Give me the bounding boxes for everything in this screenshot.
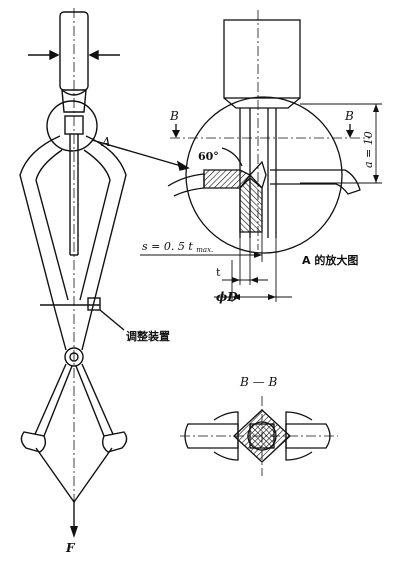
detail-weld-groove [249,160,267,190]
dim-s-main: s = 0. 5 t [142,240,193,253]
detail-circle-a [46,100,98,152]
section-mark-right-head [346,130,354,138]
hook-left [20,431,47,453]
handle-arrow-right-head [88,49,99,61]
dim-d-arrow-right [268,294,276,300]
dim-d-arrow-left [232,294,240,300]
section-label-left: B [169,109,179,123]
detail-leader-head [176,160,190,171]
detail-circle [185,96,343,254]
dim-a-arrow-top [373,104,379,112]
load-line-left [35,447,75,503]
section-title: B — B [239,375,277,389]
hook-right [101,431,128,453]
lower-arm-a-inner [43,365,73,437]
dim-t-label: t [216,266,221,279]
detail-view-a [167,19,361,254]
detail-right-workpiece [270,169,361,195]
dim-t-arrow-right [250,277,258,283]
dim-a-arrow-bottom [373,175,379,183]
dim-t-arrow-left [232,277,240,283]
detail-weld-left [203,169,251,189]
adjust-nut [87,297,101,311]
section-right-piece [285,423,331,449]
dim-s-sub: max. [196,246,213,254]
dim-s-arrow [254,252,262,258]
detail-upper-block [223,19,301,99]
detail-leader [91,139,189,169]
right-inner-arm [79,149,111,301]
right-outer-arm [81,135,127,351]
detail-ref-label: A [101,135,111,149]
section-left-piece [184,423,239,449]
detail-weld-centre [239,177,263,233]
dim-s-label: s = 0. 5 t max. [142,240,213,254]
detail-caption: A 的放大图 [302,253,358,267]
dim-a-label: a = 10 [362,131,375,168]
handle-neck [61,88,87,113]
dim-d-label: ϕD [216,290,238,304]
caliper-assembly [19,11,190,503]
left-inner-arm [35,149,69,301]
section-mark-left-head [172,130,180,138]
section-label-right: B [344,109,354,123]
adjust-leader [99,309,125,331]
lower-arm-b-inner [75,365,105,437]
left-outer-arm [19,135,67,351]
force-arrow-head [70,526,78,538]
load-line-right [73,447,113,503]
detail-angle-arc [221,147,243,167]
adjust-device-label: 调整装置 [126,329,170,343]
pivot-outer [64,347,84,367]
handle-arrow-left-head [49,49,60,61]
force-label: F [65,541,76,555]
angle-label: 60° [198,150,219,163]
